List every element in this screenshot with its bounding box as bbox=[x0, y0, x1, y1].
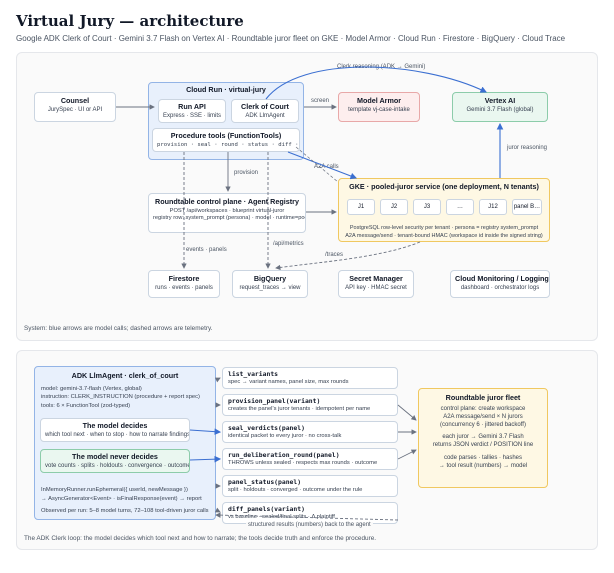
structured-results-label: structured results (numbers) back to the… bbox=[246, 522, 373, 528]
fleet-line: code parses · tallies · hashes bbox=[443, 454, 523, 461]
tool-name: diff_panels(variant) bbox=[228, 505, 305, 513]
system-caption: System: blue arrows are model calls; das… bbox=[24, 325, 213, 332]
model-armor-sub: template vj-case-intake bbox=[348, 107, 410, 113]
tool-name: panel_status(panel) bbox=[228, 478, 302, 486]
runner-line: InMemoryRunner.runEphemeral({ userId, ne… bbox=[41, 487, 188, 493]
juror-chip[interactable]: panel B… bbox=[512, 199, 542, 215]
edge-label-api-metrics: /api/metrics bbox=[273, 241, 304, 247]
tool-run-deliberation-round[interactable]: run_deliberation_round(panel) THROWS unl… bbox=[222, 448, 398, 470]
fleet-line: returns JSON verdict / POSITION line bbox=[432, 442, 534, 449]
clerk-title: Clerk of Court bbox=[241, 102, 289, 111]
fleet-line: each juror → Gemini 3.7 Flash bbox=[442, 434, 524, 441]
tool-desc: spec → variant names, panel size, max ro… bbox=[228, 379, 349, 385]
tool-desc: THROWS unless sealed · respects max roun… bbox=[228, 460, 378, 466]
bigquery-title: BigQuery bbox=[253, 274, 287, 283]
edge-label-clerk-reasoning: Clerk reasoning (ADK → Gemini) bbox=[337, 64, 426, 70]
edge-label-juror-reasoning: juror reasoning bbox=[507, 145, 548, 151]
fleet-line: (concurrency 6 · jittered backoff) bbox=[440, 421, 526, 428]
tool-desc: vs baseline · sealed/final splits · Δ pl… bbox=[228, 514, 335, 520]
adk-line: instruction: CLERK_INSTRUCTION (procedur… bbox=[41, 394, 200, 401]
juror-chip[interactable]: J3 bbox=[413, 199, 441, 215]
clerk-box[interactable]: Clerk of Court ADK LlmAgent bbox=[231, 99, 299, 123]
control-plane-title: Roundtable control plane · Agent Registr… bbox=[155, 197, 299, 206]
fleet-line: A2A message/send × N jurors bbox=[443, 413, 523, 420]
tool-diff-panels[interactable]: diff_panels(variant) vs baseline · seale… bbox=[222, 502, 398, 524]
gke-line2: A2A message/send · tenant-bound HMAC (wo… bbox=[345, 233, 543, 239]
tool-name: seal_verdicts(panel) bbox=[228, 424, 305, 432]
runapi-box[interactable]: Run API Express · SSE · limits bbox=[158, 99, 226, 123]
control-plane-sub2: registry row: system_prompt (persona) · … bbox=[153, 215, 306, 222]
tool-desc: creates the panel's juror tenants · idem… bbox=[228, 406, 371, 412]
model-never-decides-sub: vote counts · splits · holdouts · conver… bbox=[45, 463, 190, 469]
runapi-sub: Express · SSE · limits bbox=[163, 113, 222, 119]
secret-manager-sub: API key · HMAC secret bbox=[345, 285, 407, 291]
cloud-monitoring-box[interactable]: Cloud Monitoring / Logging dashboard · o… bbox=[450, 270, 550, 298]
runner-line: → AsyncGenerator<Event> · isFinalRespons… bbox=[41, 496, 202, 502]
firestore-box[interactable]: Firestore runs · events · panels bbox=[148, 270, 220, 298]
vertex-ai-sub: Gemini 3.7 Flash (global) bbox=[466, 107, 534, 113]
tool-seal-verdicts[interactable]: seal_verdicts(panel) identical packet to… bbox=[222, 421, 398, 443]
edge-label-screen: screen bbox=[311, 98, 330, 104]
cloud-monitoring-title: Cloud Monitoring / Logging bbox=[455, 274, 549, 283]
vertex-ai-box[interactable]: Vertex AI Gemini 3.7 Flash (global) bbox=[452, 92, 548, 122]
tool-name: provision_panel(variant) bbox=[228, 397, 321, 405]
model-never-decides-title: The model never decides bbox=[72, 452, 158, 461]
adk-title: ADK LlmAgent · clerk_of_court bbox=[71, 371, 179, 380]
procedure-tools-title: Procedure tools (FunctionTools) bbox=[170, 131, 282, 140]
page-subtitle: Google ADK Clerk of Court · Gemini 3.7 F… bbox=[16, 34, 566, 43]
bigquery-box[interactable]: BigQuery request_traces → view bbox=[232, 270, 308, 298]
control-plane-box[interactable]: Roundtable control plane · Agent Registr… bbox=[148, 193, 306, 233]
adk-line: tools: 6 × FunctionTool (zod-typed) bbox=[41, 402, 131, 409]
fleet-line: control plane: create workspace bbox=[440, 406, 526, 412]
edge-label-a2a-calls: A2A calls bbox=[314, 164, 339, 170]
gke-title: GKE · pooled-juror service (one deployme… bbox=[349, 182, 539, 191]
page-title: Virtual Jury — architecture bbox=[16, 12, 244, 30]
juror-chip[interactable]: J2 bbox=[380, 199, 408, 215]
firestore-sub: runs · events · panels bbox=[155, 285, 213, 291]
adk-line: model: gemini-3.7-flash (Vertex, global) bbox=[41, 386, 142, 392]
control-plane-sub1: POST /api/workspaces · blueprint virtual… bbox=[169, 208, 285, 214]
model-decides-sub: which tool next · when to stop · how to … bbox=[45, 432, 190, 438]
procedure-tools-sub: provision · seal · round · status · diff… bbox=[157, 142, 299, 148]
fleet-title: Roundtable juror fleet bbox=[445, 393, 521, 402]
bigquery-sub: request_traces → view bbox=[239, 285, 301, 291]
observed-line: Observed per run: 5–8 model turns, 72–10… bbox=[41, 508, 209, 514]
edge-label-events-panels: events · panels bbox=[186, 247, 227, 253]
tool-list-variants[interactable]: list_variants spec → variant names, pane… bbox=[222, 367, 398, 389]
model-decides-title: The model decides bbox=[82, 421, 148, 430]
secret-manager-title: Secret Manager bbox=[349, 274, 403, 283]
fleet-line: → tool result (numbers) → model bbox=[438, 462, 528, 469]
juror-chip[interactable]: J1 bbox=[347, 199, 375, 215]
counsel-title: Counsel bbox=[60, 96, 90, 105]
counsel-sub: JurySpec · UI or API bbox=[47, 107, 103, 113]
clerk-loop-caption: The ADK Clerk loop: the model decides wh… bbox=[24, 535, 377, 542]
tool-desc: split · holdouts · converged · outcome u… bbox=[228, 487, 363, 493]
edge-label-traces: /traces bbox=[325, 252, 344, 258]
model-armor-box[interactable]: Model Armor template vj-case-intake bbox=[338, 92, 420, 122]
counsel-box[interactable]: Counsel JurySpec · UI or API bbox=[34, 92, 116, 122]
tool-desc: identical packet to every juror · no cro… bbox=[228, 433, 342, 439]
tool-name: list_variants bbox=[228, 370, 279, 378]
juror-chip[interactable]: J12 bbox=[479, 199, 507, 215]
procedure-tools-box[interactable]: Procedure tools (FunctionTools) provisio… bbox=[152, 128, 300, 152]
cloud-monitoring-sub: dashboard · orchestrator logs bbox=[460, 285, 540, 291]
juror-chip[interactable]: … bbox=[446, 199, 474, 215]
clerk-sub: ADK LlmAgent bbox=[245, 113, 285, 119]
tool-name: run_deliberation_round(panel) bbox=[228, 451, 340, 459]
edge-label-provision: provision bbox=[234, 170, 259, 176]
adk-llmagent-box[interactable]: ADK LlmAgent · clerk_of_court model: gem… bbox=[34, 366, 216, 520]
vertex-ai-title: Vertex AI bbox=[484, 96, 516, 105]
runapi-title: Run API bbox=[178, 102, 206, 111]
model-decides-box[interactable]: The model decides which tool next · when… bbox=[40, 418, 190, 442]
secret-manager-box[interactable]: Secret Manager API key · HMAC secret bbox=[338, 270, 414, 298]
roundtable-fleet-box[interactable]: Roundtable juror fleet control plane: cr… bbox=[418, 388, 548, 488]
firestore-title: Firestore bbox=[168, 274, 200, 283]
tool-panel-status[interactable]: panel_status(panel) split · holdouts · c… bbox=[222, 475, 398, 497]
cloudrun-title: Cloud Run · virtual-jury bbox=[186, 85, 266, 94]
model-never-decides-box[interactable]: The model never decides vote counts · sp… bbox=[40, 449, 190, 473]
tool-provision-panel[interactable]: provision_panel(variant) creates the pan… bbox=[222, 394, 398, 416]
gke-line1: PostgreSQL row-level security per tenant… bbox=[349, 225, 539, 231]
model-armor-title: Model Armor bbox=[356, 96, 402, 105]
